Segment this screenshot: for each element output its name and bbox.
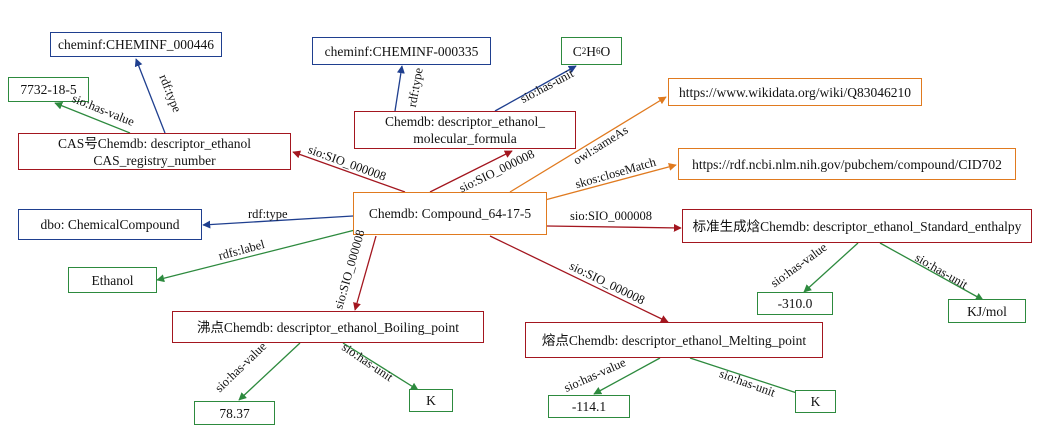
formula-line-1: Chemdb: descriptor_ethanol_ (384, 114, 546, 129)
node-boiling-value: 78.37 (194, 401, 275, 425)
formula-line-2: molecular_formula (413, 131, 517, 146)
formula-2: 2 (581, 45, 587, 56)
edge-formula-rdf-type (394, 65, 405, 112)
node-pubchem: https://rdf.ncbi.nlm.nih.gov/pubchem/com… (678, 148, 1016, 180)
node-standard-enthalpy: 标准生成焓Chemdb: descriptor_ethanol_Standard… (682, 209, 1032, 243)
edge-enthalpy-has-unit (879, 242, 984, 301)
formula-c: C (572, 43, 582, 59)
edge-close-match (544, 162, 677, 201)
edge-cas-has-value (54, 101, 131, 134)
node-enthalpy-value: -310.0 (757, 292, 833, 315)
formula-o: O (600, 43, 611, 59)
edge-center-rdf-type (202, 215, 354, 229)
node-boiling-unit: K (409, 389, 453, 412)
edge-melting-has-unit (689, 357, 807, 398)
edge-center-sio-cas (292, 150, 406, 193)
node-center-compound: Chemdb: Compound_64-17-5 (353, 192, 547, 235)
formula-h: H (586, 43, 596, 59)
node-ethanol: Ethanol (68, 267, 157, 293)
cas-line-1: CAS号Chemdb: descriptor_ethanol (57, 135, 252, 151)
edge-cas-rdf-type (134, 58, 166, 134)
edge-center-sio-boiling (353, 235, 377, 311)
edge-same-as (509, 96, 667, 193)
node-chemical-compound: dbo: ChemicalCompound (18, 209, 202, 240)
edge-boiling-has-value (238, 342, 301, 401)
node-cheminf-335: cheminf:CHEMINF-000335 (312, 37, 491, 65)
edge-center-sio-enthalpy (546, 223, 682, 232)
node-boiling-point: 沸点Chemdb: descriptor_ethanol_Boiling_poi… (172, 311, 484, 343)
node-melting-unit: K (795, 390, 836, 413)
cas-line-2: CAS_registry_number (93, 152, 216, 168)
node-cas-number: 7732-18-5 (8, 77, 89, 102)
edge-melting-has-value (593, 357, 661, 395)
label-center-sio-enthalpy: sio:SIO_000008 (570, 209, 652, 223)
node-cas-registry: CAS号Chemdb: descriptor_ethanol CAS_regis… (18, 133, 291, 170)
edge-formula-has-unit (494, 65, 577, 112)
node-wikidata: https://www.wikidata.org/wiki/Q83046210 (668, 78, 922, 106)
edge-center-sio-melting (489, 235, 669, 323)
node-enthalpy-unit: KJ/mol (948, 299, 1026, 323)
edge-rdfs-label (156, 229, 356, 283)
node-melting-value: -114.1 (548, 395, 630, 418)
formula-6: 6 (596, 45, 601, 56)
node-cheminf-446: cheminf:CHEMINF_000446 (50, 32, 222, 57)
edge-enthalpy-has-value (803, 242, 859, 293)
edge-center-sio-formula (429, 150, 513, 193)
node-molecular-formula: Chemdb: descriptor_ethanol_ molecular_fo… (354, 111, 576, 149)
label-center-rdf-type: rdf:type (248, 207, 288, 221)
node-melting-point: 熔点Chemdb: descriptor_ethanol_Melting_poi… (525, 322, 823, 358)
edge-boiling-has-unit (342, 342, 419, 391)
